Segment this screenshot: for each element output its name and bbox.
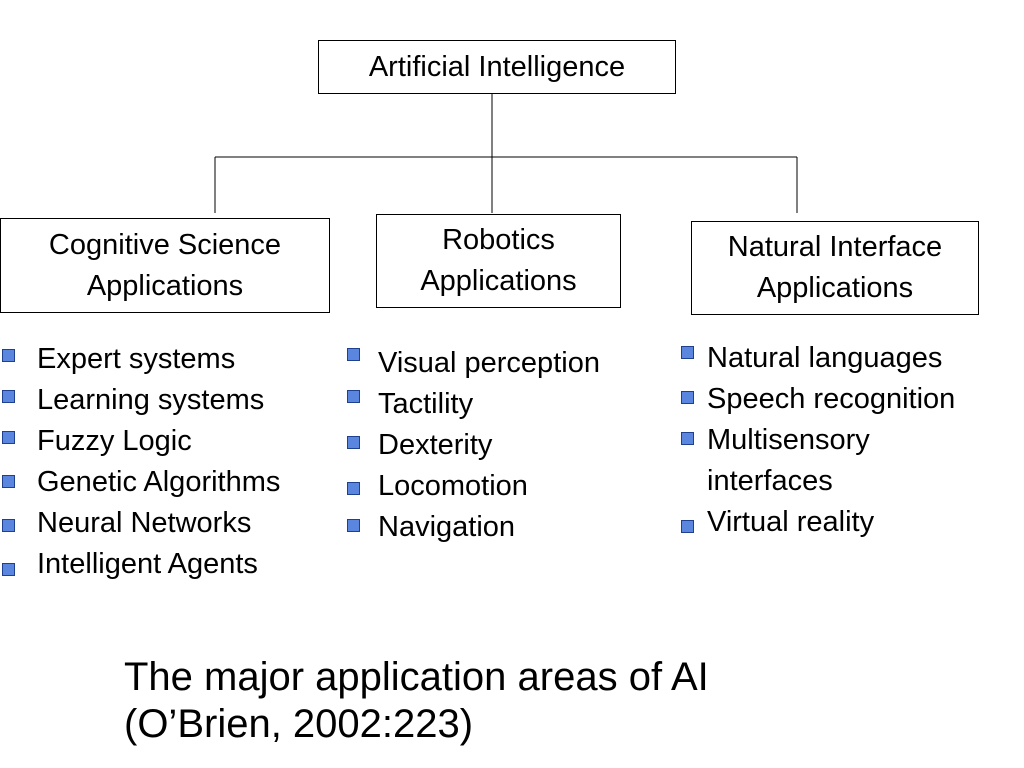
caption-citation: (O’Brien, 2002:223) [124,702,474,746]
root-node-label: Artificial Intelligence [368,50,626,83]
square-bullet-icon [2,563,15,576]
square-bullet-icon [2,349,15,362]
square-bullet-icon [2,475,15,488]
square-bullet-icon [347,390,360,403]
square-bullet-icon [681,432,694,445]
square-bullet-icon [347,436,360,449]
square-bullet-icon [2,519,15,532]
figure-caption: The major application areas of AI (O’Bri… [124,654,709,748]
node-title-line: Applications [86,269,244,302]
square-bullet-icon [347,348,360,361]
cognitive-science-list: Expert systems Learning systems Fuzzy Lo… [0,342,330,592]
square-bullet-icon [347,519,360,532]
node-robotics-applications: Robotics Applications [376,214,621,308]
node-title-line: Natural Interface [727,231,943,263]
square-bullet-icon [2,431,15,444]
node-natural-interface-applications: Natural Interface Applications [691,221,979,315]
robotics-list: Visual perception Tactility Dexterity Lo… [344,346,644,556]
node-cognitive-science-applications: Cognitive Science Applications [0,218,330,313]
square-bullet-icon [2,390,15,403]
natural-interface-list: Natural languages Speech recognition Mul… [678,341,1018,551]
node-title-line: Cognitive Science [48,228,282,261]
node-title-line: Robotics [442,224,555,256]
square-bullet-icon [681,520,694,533]
node-title-line: Applications [756,272,914,304]
square-bullet-icon [681,391,694,404]
root-node-artificial-intelligence: Artificial Intelligence [318,40,676,94]
square-bullet-icon [347,482,360,495]
node-title-line: Applications [420,265,577,297]
square-bullet-icon [681,346,694,359]
caption-line: The major application areas of AI [124,655,709,699]
